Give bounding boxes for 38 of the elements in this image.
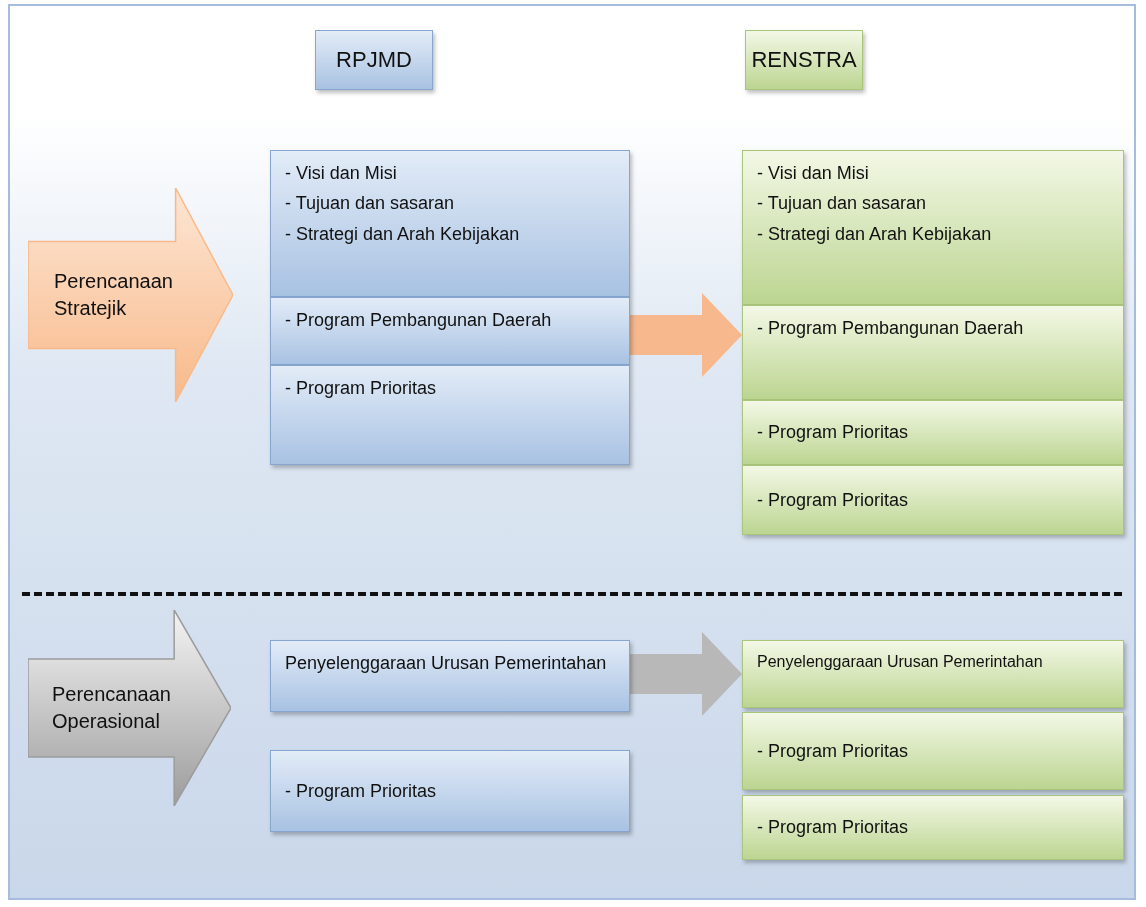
node-text: - Program Prioritas [757, 421, 909, 445]
arrow [630, 293, 742, 377]
text-box [742, 712, 1124, 790]
node-text: - Strategi dan Arah Kebijakan [757, 222, 992, 246]
node-text: - Program Pembangunan Daerah [757, 317, 1024, 340]
text-box [742, 150, 1124, 305]
node-text: - Program Prioritas [757, 739, 909, 763]
text-box [742, 400, 1124, 465]
node-text: - Tujuan dan sasaran [757, 192, 927, 216]
block-arrow [28, 188, 233, 402]
node-text: - Program Prioritas [285, 779, 437, 803]
node-text: - Strategi dan Arah Kebijakan [285, 222, 520, 246]
node-text: Perencanaan Stratejik [54, 269, 174, 321]
node-text: - Program Prioritas [757, 488, 909, 512]
node-text: - Visi dan Misi [757, 162, 869, 185]
node-text: RENSTRA [751, 46, 857, 75]
node-text: Penyelenggaraan Urusan Pemerintahan [285, 652, 607, 675]
text-box [315, 30, 433, 90]
text-box [742, 305, 1124, 400]
node-text: Perencanaan Operasional [52, 682, 172, 734]
text-box [270, 640, 630, 712]
text-box [742, 795, 1124, 860]
text-box [270, 150, 630, 297]
node-text: - Program Pembangunan Daerah [285, 309, 552, 332]
node-text: - Program Prioritas [285, 377, 437, 400]
node-text: - Tujuan dan sasaran [285, 192, 455, 216]
text-box [270, 297, 630, 365]
text-box [742, 465, 1124, 535]
node-text: Penyelenggaraan Urusan Pemerintahan [757, 652, 1043, 672]
node-text: - Program Prioritas [757, 816, 909, 840]
text-box [270, 750, 630, 832]
text-box [742, 640, 1124, 708]
text-box [270, 365, 630, 465]
text-box [745, 30, 863, 90]
arrow [630, 632, 742, 716]
block-arrow [28, 610, 231, 806]
node-text: - Visi dan Misi [285, 162, 397, 185]
node-text: RPJMD [336, 46, 412, 75]
